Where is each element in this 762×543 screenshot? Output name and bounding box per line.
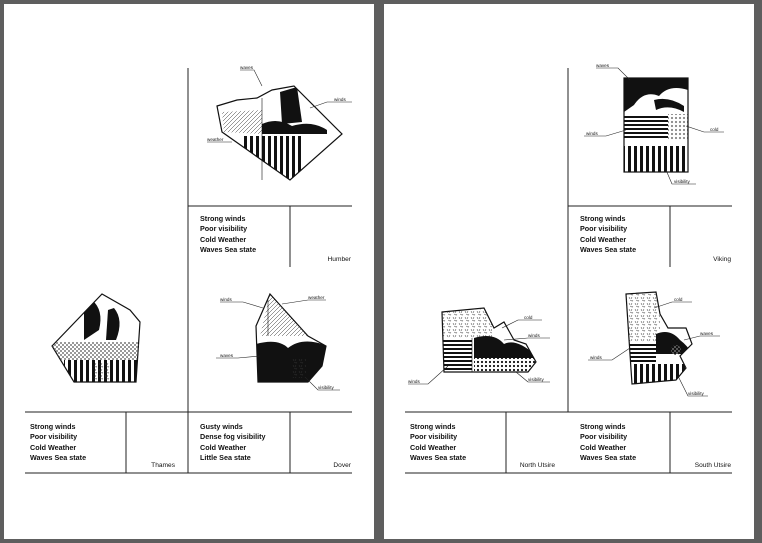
south-utsire-label-cold: cold [674, 297, 683, 302]
viking-area-name: Viking [713, 256, 731, 263]
dover-label-waves: waves [220, 353, 234, 358]
dover-line: Little Sea state [200, 452, 251, 462]
humber-conditions: Strong winds Poor visibility Cold Weathe… [200, 214, 256, 255]
viking-map-icon: waves winds cold visibility [584, 63, 724, 185]
humber-line: Cold Weather [200, 234, 247, 244]
south-utsire-label-visibility: visibility [688, 391, 705, 396]
page-left: waves winds weather Strong winds Poor vi… [4, 4, 374, 539]
north-utsire-line: Poor visibility [410, 432, 458, 442]
viking-line: Poor visibility [580, 224, 628, 234]
thames-line: Poor visibility [30, 432, 78, 442]
card-grid-lines [25, 68, 352, 474]
dover-line: Cold Weather [200, 442, 247, 452]
viking-label-cold: cold [710, 127, 719, 132]
north-utsire-area-name: North Utsire [519, 462, 555, 469]
thames-line: Cold Weather [30, 442, 77, 452]
humber-label-weather: weather [207, 137, 224, 142]
north-utsire-label-visibility: visibility [528, 377, 545, 382]
thames-line: Strong winds [30, 422, 76, 431]
thames-conditions: Strong winds Poor visibility Cold Weathe… [30, 422, 86, 463]
north-utsire-conditions: Strong winds Poor visibility Cold Weathe… [410, 422, 466, 463]
south-utsire-area-name: South Utsire [694, 462, 731, 469]
dover-line: Gusty winds [200, 422, 243, 431]
south-utsire-line: Waves Sea state [580, 452, 637, 462]
page-right: waves winds cold visibility Strong winds… [384, 4, 754, 539]
thames-area-name: Thames [151, 462, 175, 469]
humber-line: Waves Sea state [200, 244, 257, 254]
card-grid-lines [405, 68, 732, 474]
north-utsire-line: Cold Weather [410, 442, 457, 452]
dover-map-icon: winds weather waves visibility [216, 292, 340, 391]
south-utsire-line: Poor visibility [580, 432, 628, 442]
north-utsire-map-icon: cold winds winds visibility [408, 307, 550, 385]
dover-conditions: Gusty winds Dense fog visibility Cold We… [200, 422, 266, 463]
south-utsire-line: Cold Weather [580, 442, 627, 452]
viking-label-waves: waves [596, 63, 610, 68]
viking-label-winds: winds [586, 131, 598, 136]
viking-line: Strong winds [580, 214, 626, 223]
viking-line: Cold Weather [580, 234, 627, 244]
north-utsire-label-winds: winds [528, 333, 540, 338]
dover-line: Dense fog visibility [200, 432, 266, 442]
dover-label-winds: winds [220, 297, 232, 302]
humber-label-winds: winds [334, 97, 346, 102]
south-utsire-map-icon: cold waves winds visibility [588, 291, 720, 397]
viking-label-visibility: visibility [674, 179, 691, 184]
viking-conditions: Strong winds Poor visibility Cold Weathe… [580, 214, 636, 255]
north-utsire-line: Strong winds [410, 422, 456, 431]
dover-label-visibility: visibility [318, 385, 335, 390]
humber-line: Poor visibility [200, 224, 248, 234]
north-utsire-line: Waves Sea state [410, 452, 467, 462]
south-utsire-label-winds: winds [590, 355, 602, 360]
viking-line: Waves Sea state [580, 244, 637, 254]
south-utsire-line: Strong winds [580, 422, 626, 431]
humber-map-icon: waves winds weather [207, 65, 352, 181]
dover-label-weather: weather [308, 295, 325, 300]
humber-label-waves: waves [240, 65, 254, 70]
thames-map-icon [51, 293, 141, 383]
humber-line: Strong winds [200, 214, 246, 223]
north-utsire-label-winds-2: winds [408, 379, 420, 384]
humber-area-name: Humber [327, 256, 351, 263]
thames-line: Waves Sea state [30, 452, 87, 462]
north-utsire-label-cold: cold [524, 315, 533, 320]
dover-area-name: Dover [333, 462, 351, 469]
south-utsire-conditions: Strong winds Poor visibility Cold Weathe… [580, 422, 636, 463]
south-utsire-label-waves: waves [700, 331, 714, 336]
